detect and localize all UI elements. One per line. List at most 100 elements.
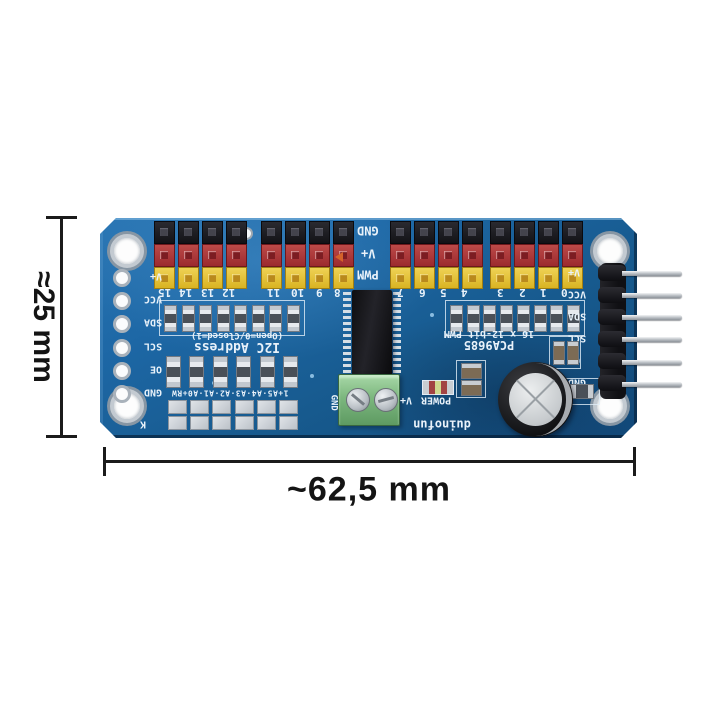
servo-header-column: [202, 221, 223, 289]
rail-label-gnd: GND: [357, 223, 379, 238]
servo-header-group-2: [261, 221, 354, 289]
smd-capacitor: [553, 341, 565, 365]
smd-resistor: [286, 304, 300, 332]
channel-number: 1: [539, 286, 547, 299]
chip-name: PCA9685: [463, 338, 515, 353]
jumper-pad-pair: [256, 400, 276, 430]
servo-header-column: [226, 221, 247, 289]
vplus-arrow-mark: [335, 252, 343, 262]
jumper-pad-pair: [168, 400, 187, 430]
width-dimension-tick-right: [633, 447, 636, 476]
smd-resistor: [550, 304, 564, 332]
channel-number: 12: [221, 286, 235, 299]
i2c-address-note: (Open=0/Closed=1): [190, 330, 284, 341]
smd-resistor: [533, 304, 547, 332]
servo-header-column: [261, 221, 282, 289]
servo-header-column: [333, 221, 354, 289]
servo-header-column: [309, 221, 330, 289]
smd-resistor: [166, 356, 181, 388]
smd-capacitor: [570, 384, 594, 399]
left-pinhole-scl: [113, 339, 131, 357]
smd-resistor: [199, 304, 213, 332]
address-resistors: [166, 356, 298, 388]
right-pin-label: SDA: [568, 310, 587, 322]
rail-label-vplus: V+: [360, 246, 376, 261]
width-dimension-line: [104, 460, 635, 463]
channel-number: 0: [561, 286, 568, 299]
capacitor-pair-center: [456, 360, 486, 398]
right-pin-label: VCC: [568, 288, 587, 300]
corner-mark: K: [140, 418, 147, 430]
terminal-screw-right: [374, 388, 398, 412]
power-led: [422, 380, 454, 395]
capacitor-pair-right: [549, 336, 581, 369]
channel-number: 3: [497, 286, 504, 299]
mounting-hole-top-right: [593, 234, 627, 268]
left-pin-label: V+: [149, 270, 162, 282]
servo-header-column: [154, 221, 175, 289]
width-dimension-tick-left: [103, 447, 106, 476]
servo-header-column: [438, 221, 459, 289]
smd-resistor: [259, 356, 275, 388]
smd-resistor: [466, 304, 480, 332]
i2c-address-silkscreen: I2C Address (Open=0/Closed=1): [162, 330, 312, 355]
height-dimension-label: ≈25 mm: [27, 271, 60, 383]
smd-resistor: [269, 304, 283, 332]
smd-resistor: [483, 304, 497, 332]
left-pinhole-vplus: [113, 269, 131, 287]
smd-resistor: [189, 356, 205, 388]
i2c-address-title: I2C Address: [193, 339, 281, 355]
left-pin-label: SDA: [143, 316, 162, 328]
channel-number: 10: [291, 286, 305, 299]
width-dimension-label: ~62,5 mm: [287, 470, 451, 509]
channel-number: 14: [179, 286, 193, 299]
smd-resistor: [216, 304, 230, 332]
channel-number: 11: [266, 286, 280, 299]
resistor-array-right: [445, 300, 585, 336]
servo-header-column: [538, 221, 559, 289]
jumper-pad-pair: [212, 400, 232, 430]
smd-resistor: [164, 304, 178, 332]
power-led-label: POWER: [420, 394, 452, 406]
channel-number: 13: [200, 286, 214, 299]
chip-description: 16 x 12-bit PWM: [443, 328, 535, 340]
jumper-pad-pair: [234, 400, 254, 430]
smd-resistor: [251, 304, 265, 332]
servo-header-column: [414, 221, 435, 289]
jumper-pad-pair: [278, 400, 298, 430]
servo-header-column: [462, 221, 483, 289]
height-dimension-tick-top: [46, 216, 77, 219]
left-pin-label: VCC: [143, 293, 162, 305]
ic-pads-right: [393, 292, 401, 376]
terminal-screw-left: [346, 388, 370, 412]
smd-capacitor: [567, 341, 579, 365]
address-jumper-labels: 1+A5·A4·A3·A2·A1·A0+RW: [171, 388, 289, 398]
servo-header-column: [178, 221, 199, 289]
via-dot: [430, 313, 434, 317]
smd-resistor: [236, 356, 252, 388]
terminal-vplus-label: V+: [400, 394, 413, 406]
smd-resistor: [282, 356, 298, 388]
servo-header-group-4: [490, 221, 583, 289]
channel-number: 9: [315, 286, 323, 299]
terminal-gnd-label: GND: [328, 394, 339, 411]
servo-header-group-3: [390, 221, 483, 289]
channel-number: 5: [439, 286, 447, 299]
address-jumper-pads: [168, 400, 298, 430]
right-pin-label: V+: [568, 266, 581, 278]
servo-header-column: [285, 221, 306, 289]
smd-resistor: [449, 304, 463, 332]
via-dot: [310, 374, 314, 378]
channel-number: 8: [333, 286, 341, 299]
smd-resistor: [500, 304, 514, 332]
left-pinhole-oe: [113, 362, 131, 380]
left-pin-label: SCL: [143, 340, 162, 352]
rail-label-pwm: PWM: [357, 267, 379, 282]
capacitor-vent-cross: [509, 373, 562, 426]
smd-capacitor: [461, 380, 482, 396]
servo-header-column: [390, 221, 411, 289]
brand-silkscreen: duinofun: [413, 417, 471, 432]
